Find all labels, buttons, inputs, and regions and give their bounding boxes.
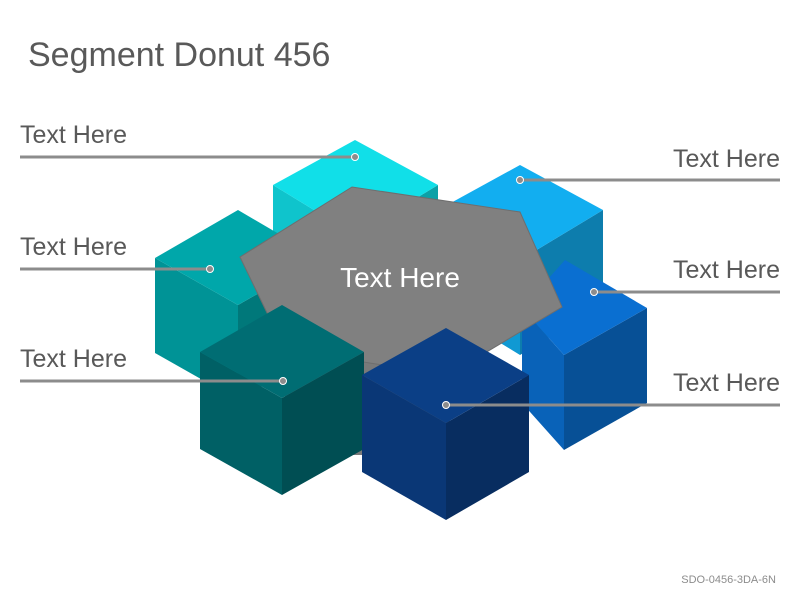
segment-label-2: Text Here: [673, 145, 780, 173]
segment-label-1: Text Here: [20, 121, 127, 149]
slide-code: SDO-0456-3DA-6N: [681, 574, 776, 586]
leader-dot-6: [442, 401, 450, 409]
segment-label-3: Text Here: [20, 233, 127, 261]
segment-label-6: Text Here: [673, 369, 780, 397]
leader-lines: [20, 153, 780, 409]
segment-label-5: Text Here: [20, 345, 127, 373]
cube-segment-5: [200, 305, 364, 495]
leader-dot-2: [516, 176, 524, 184]
center-label: Text Here: [340, 262, 460, 293]
page-title: Segment Donut 456: [28, 36, 331, 74]
leader-dot-5: [279, 377, 287, 385]
cube-segment-4: [522, 260, 647, 450]
leader-dot-3: [206, 265, 214, 273]
leader-dot-1: [351, 153, 359, 161]
segment-label-4: Text Here: [673, 256, 780, 284]
cube-segment-6: [362, 328, 529, 520]
leader-dot-4: [590, 288, 598, 296]
